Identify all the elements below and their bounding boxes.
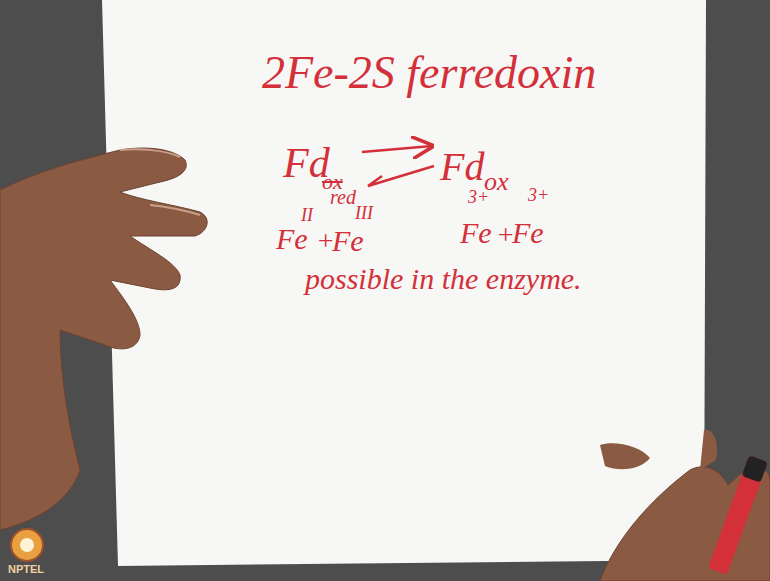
element-symbol: Fe <box>332 224 364 257</box>
element-symbol: Fe <box>276 222 308 255</box>
title: 2Fe-2S ferredoxin <box>262 48 596 99</box>
nptel-logo <box>11 529 43 561</box>
molecule-name: Fd <box>440 145 484 189</box>
charge-superscript: 3+ <box>528 186 549 206</box>
paper-sheet <box>102 0 706 566</box>
left-hand <box>0 148 207 530</box>
subscript: red <box>330 186 356 208</box>
oxidation-state: III <box>355 204 373 224</box>
note: possible in the enzyme. <box>305 262 582 295</box>
forward-arrow <box>362 146 432 152</box>
element-symbol: Fe <box>512 216 544 249</box>
element-symbol: Fe <box>460 216 492 249</box>
oxidation-state: II <box>301 206 313 226</box>
logo-text: NPTEL <box>8 563 44 575</box>
right-hand <box>600 430 770 581</box>
backward-arrow <box>368 166 434 186</box>
charge-superscript: 3+ <box>468 188 489 208</box>
